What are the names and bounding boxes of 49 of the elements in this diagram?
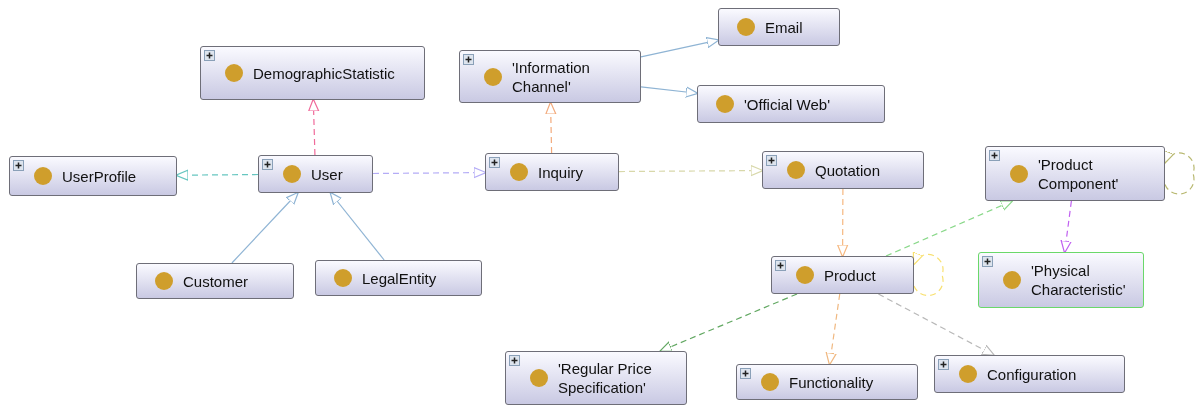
class-box bbox=[200, 46, 425, 100]
arrow bbox=[640, 37, 720, 58]
class-box bbox=[258, 155, 373, 193]
class-name: Product bbox=[824, 265, 876, 285]
class-box bbox=[459, 50, 641, 103]
class-name: LegalEntity bbox=[362, 268, 437, 288]
class-name: 'Regular Price Specification' bbox=[558, 359, 653, 397]
arrow bbox=[231, 191, 299, 264]
arrow bbox=[837, 188, 849, 258]
arrow bbox=[308, 98, 320, 156]
arrow bbox=[618, 165, 764, 177]
class-box bbox=[985, 146, 1165, 201]
class-box bbox=[771, 256, 914, 294]
class-name: DemographicStatistic bbox=[253, 63, 395, 83]
class-name: 'Physical Characteristic' bbox=[1031, 261, 1127, 299]
class-name: Inquiry bbox=[538, 162, 584, 182]
class-name: 'Information Channel' bbox=[512, 57, 591, 96]
class-name: 'Product Component' bbox=[1038, 154, 1120, 193]
class-box bbox=[736, 364, 918, 400]
class-box bbox=[934, 355, 1125, 393]
class-box bbox=[762, 151, 924, 189]
class-name: Configuration bbox=[987, 364, 1077, 384]
class-box bbox=[505, 351, 687, 405]
class-box bbox=[315, 260, 482, 296]
arrow bbox=[372, 167, 487, 179]
class-box bbox=[697, 85, 885, 123]
class-name: Quotation bbox=[815, 160, 881, 180]
arrow bbox=[659, 293, 798, 352]
class-box bbox=[136, 263, 294, 299]
class-box bbox=[9, 156, 177, 196]
arrow bbox=[545, 101, 557, 154]
class-box bbox=[718, 8, 840, 46]
class-name: Customer bbox=[183, 271, 249, 291]
arrow bbox=[877, 293, 996, 357]
arrow bbox=[329, 191, 385, 261]
class-name: Email bbox=[765, 17, 803, 37]
class-name: User bbox=[311, 164, 343, 184]
class-name: Functionality bbox=[789, 372, 874, 392]
arrow bbox=[913, 251, 944, 297]
arrow bbox=[885, 200, 1014, 257]
class-box bbox=[485, 153, 619, 191]
arrow bbox=[1164, 149, 1195, 195]
arrow bbox=[175, 169, 259, 181]
arrow bbox=[640, 86, 699, 98]
arrow bbox=[825, 293, 841, 366]
arrow bbox=[1060, 200, 1072, 254]
class-name: UserProfile bbox=[62, 166, 137, 186]
class-name: 'Official Web' bbox=[744, 94, 831, 114]
class-box bbox=[978, 252, 1144, 308]
